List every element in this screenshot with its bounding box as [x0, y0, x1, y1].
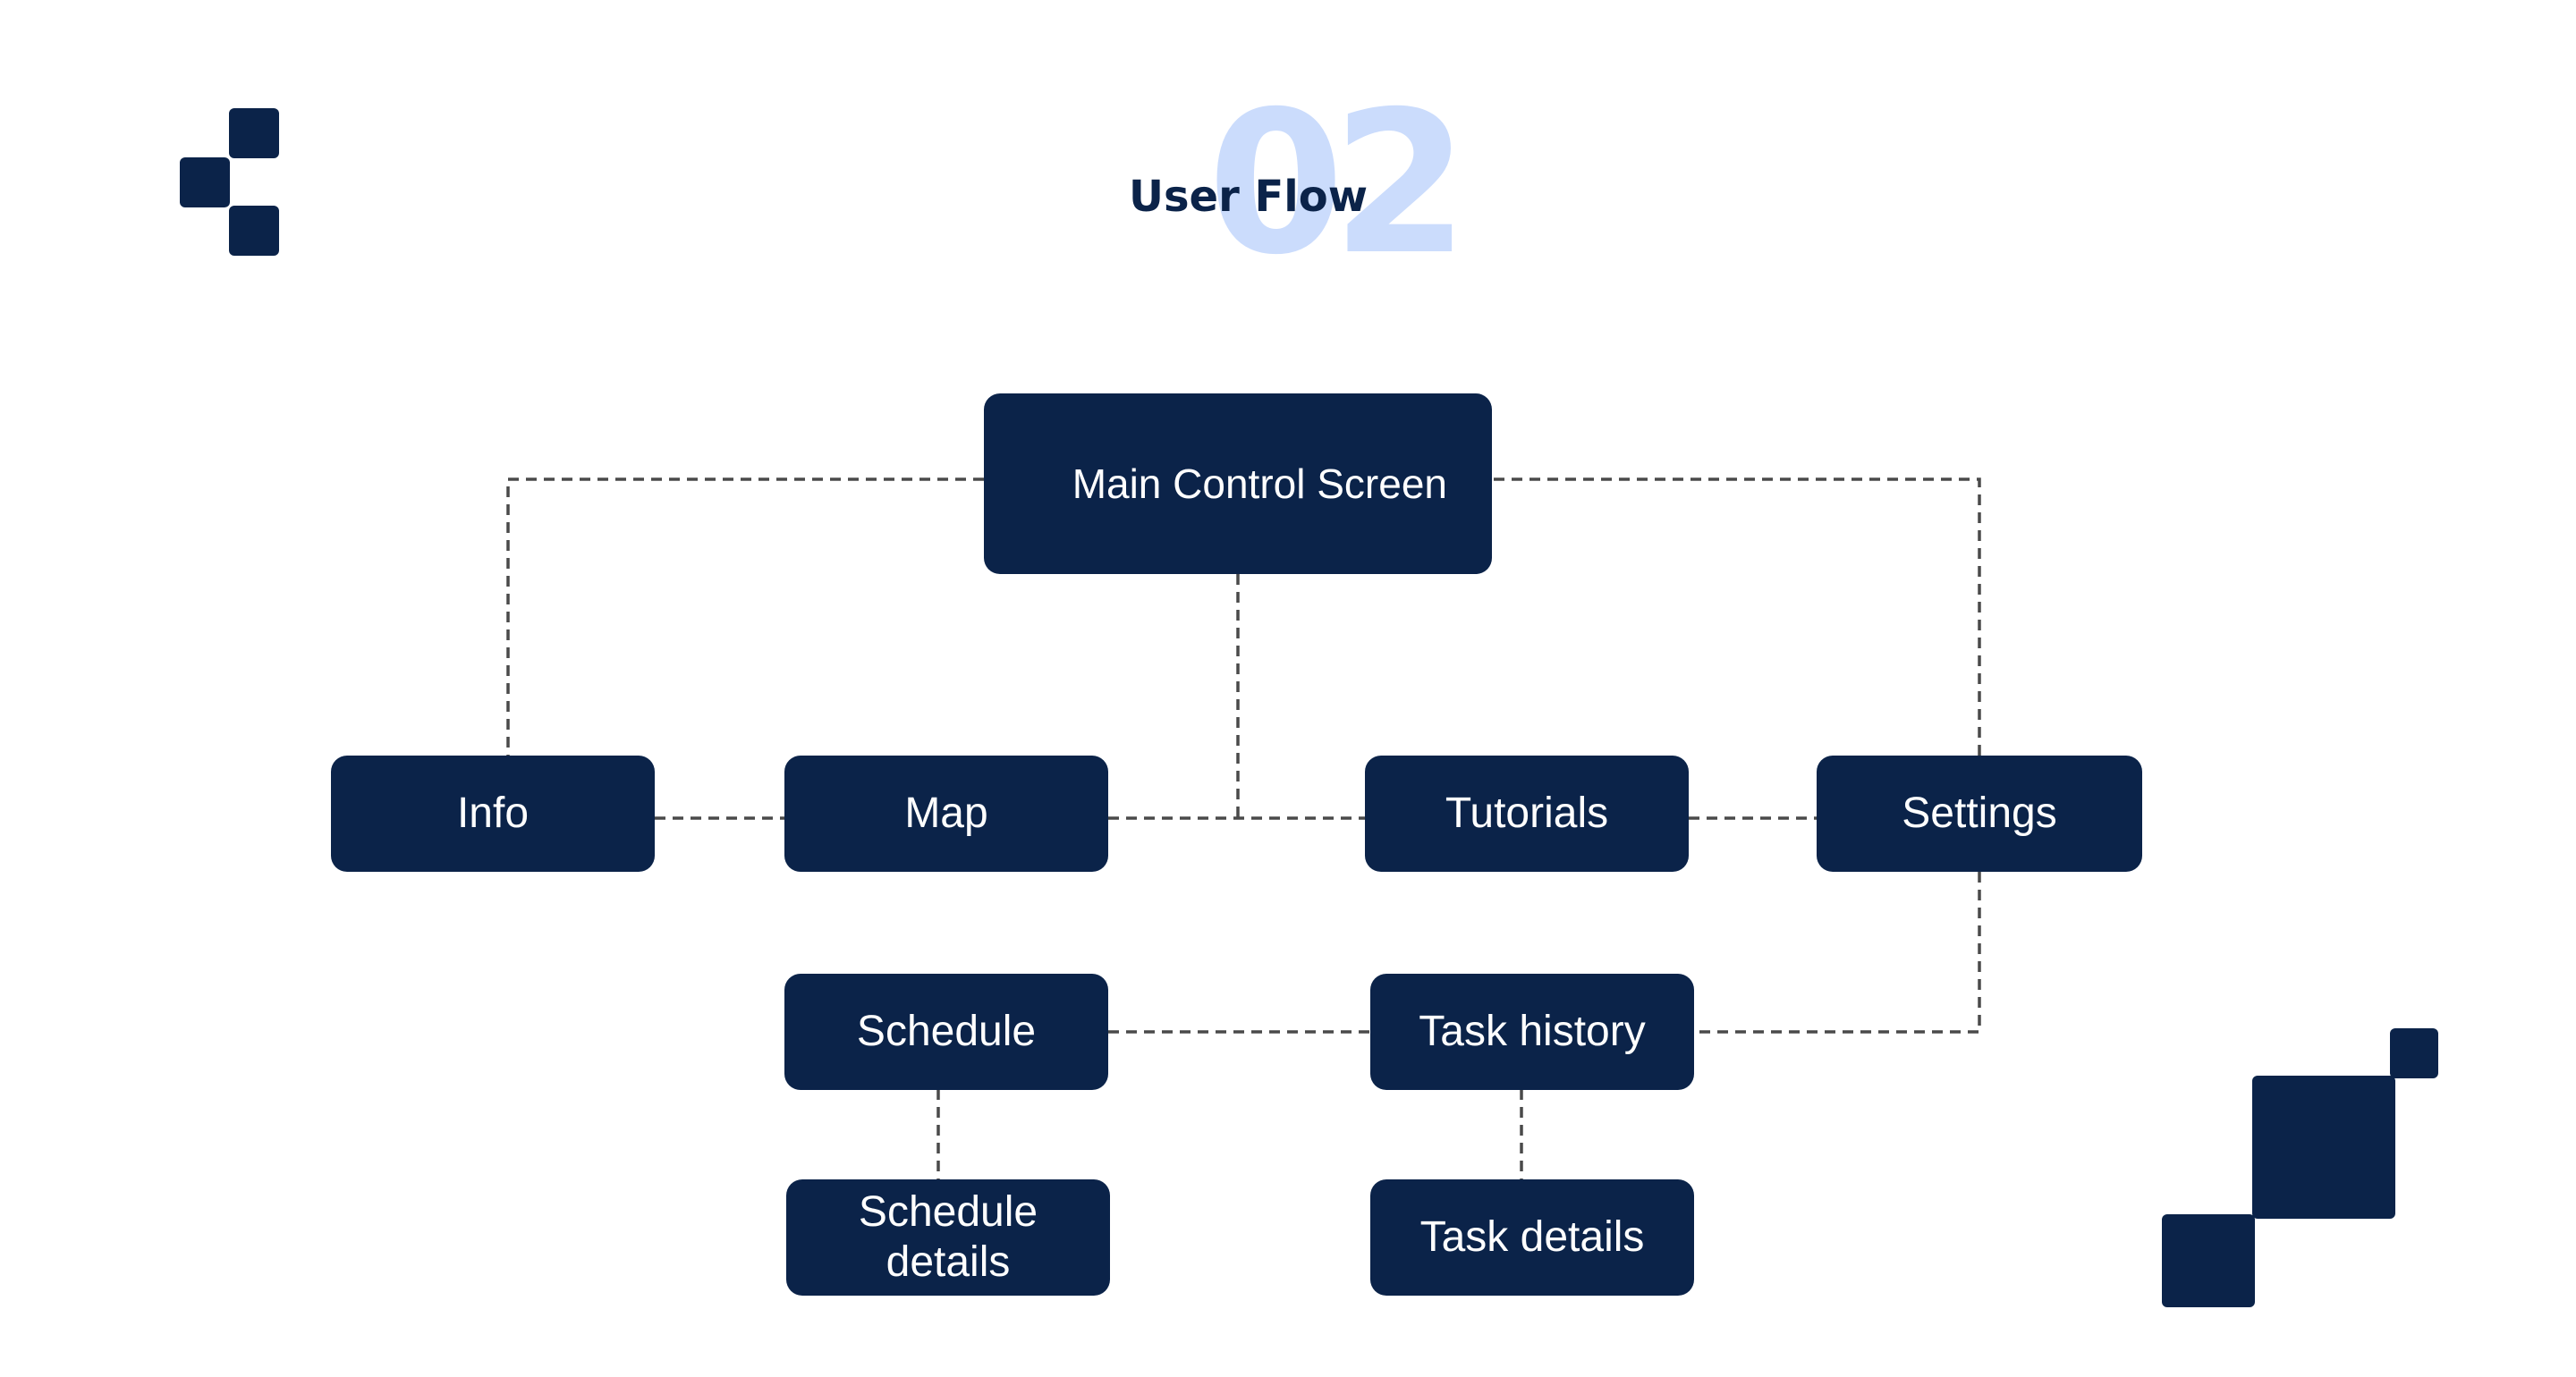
node-tutorials: Tutorials — [1365, 756, 1689, 872]
decor-square-top-left-1 — [229, 108, 279, 158]
node-settings: Settings — [1817, 756, 2142, 872]
connector-main-to-info — [506, 477, 984, 757]
connector-main-to-settings — [1494, 477, 1981, 757]
node-schedule: Schedule — [784, 974, 1108, 1090]
decor-square-bottom-right-large — [2252, 1076, 2395, 1219]
decor-square-bottom-right-medium — [2162, 1214, 2255, 1307]
node-map: Map — [784, 756, 1108, 872]
node-task-details: Task details — [1370, 1179, 1694, 1296]
node-info: Info — [331, 756, 655, 872]
section-title: User Flow — [1129, 172, 1368, 222]
node-schedule-details: Schedule details — [786, 1179, 1110, 1296]
node-task-history: Task history — [1370, 974, 1694, 1090]
decor-square-top-left-2 — [180, 157, 230, 207]
decor-square-bottom-right-small — [2390, 1028, 2438, 1078]
connector-settings-to-task-history — [1694, 872, 1981, 1034]
section-number: 02 — [1208, 69, 1469, 298]
decor-square-top-left-3 — [229, 206, 279, 256]
node-main-control-screen: Main Control Screen — [984, 393, 1492, 574]
